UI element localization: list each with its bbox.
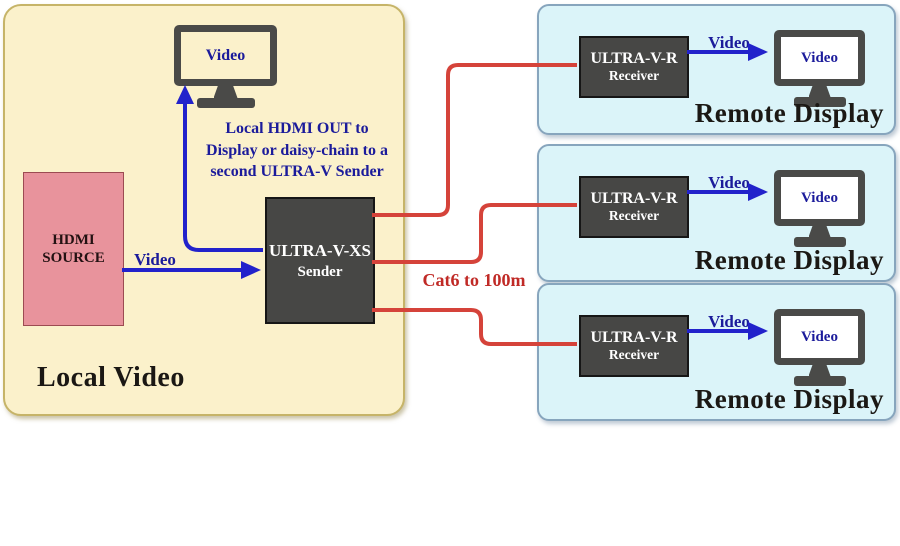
note-line: Local HDMI OUT to [225,120,369,137]
sender-label-line2: Sender [297,263,343,280]
ultra-v-r-receiver-box: ULTRA-V-R Receiver [579,315,689,377]
monitor-stand-neck [808,365,831,376]
hdmi-source-label-line1: HDMI [52,232,95,248]
remote-display-panel-title: Remote Display [694,98,884,128]
receiver-video-arrow-label: Video [708,312,750,331]
receiver-label-line2: Receiver [608,347,660,362]
monitor-stand-neck [808,226,831,237]
monitor-stand-base [793,237,846,247]
cat6-cable-label: Cat6 to 100m [422,270,526,290]
monitor-stand-base [793,376,846,386]
local-display-monitor-icon: Video [174,25,277,108]
receiver-video-arrow-label: Video [708,33,750,52]
hdmi-source-label-line2: SOURCE [42,250,105,266]
note-line: Display or daisy-chain to a [206,141,388,159]
monitor-screen: Video [774,309,865,365]
remote-display-panel-1: ULTRA-V-R Receiver Video Video Remote Di… [537,4,896,135]
daisy-chain-note: Local HDMI OUT to Display or daisy-chain… [184,118,410,183]
sender-label-line1: ULTRA-V-XS [268,240,372,260]
ultra-v-r-receiver-box: ULTRA-V-R Receiver [579,176,689,238]
source-video-arrow-label: Video [134,250,176,269]
remote-display-panel-2: ULTRA-V-R Receiver Video Video Remote Di… [537,144,896,282]
receiver-label-line2: Receiver [608,68,660,83]
remote-display-panel-title: Remote Display [694,245,884,275]
monitor-stand-base [793,97,846,107]
receiver-label-line1: ULTRA-V-R [590,329,678,346]
monitor-screen: Video [174,25,277,86]
local-video-panel: Video Local HDMI OUT to Display or daisy… [3,4,405,416]
monitor-screen-label: Video [801,328,838,345]
ultra-v-xs-sender-box: ULTRA-V-XS Sender [265,197,375,324]
remote-monitor-icon: Video [774,309,865,386]
monitor-screen-label: Video [801,189,838,206]
monitor-stand-neck [808,86,831,97]
monitor-stand-neck [213,86,238,98]
ultra-v-r-receiver-box: ULTRA-V-R Receiver [579,36,689,98]
receiver-label-line2: Receiver [608,208,660,223]
monitor-screen: Video [774,170,865,226]
remote-monitor-icon: Video [774,170,865,247]
receiver-label-line1: ULTRA-V-R [590,50,678,67]
remote-display-panel-3: ULTRA-V-R Receiver Video Video Remote Di… [537,283,896,421]
note-line: second ULTRA-V Sender [210,163,384,180]
remote-display-panel-title: Remote Display [694,384,884,414]
receiver-label-line1: ULTRA-V-R [590,190,678,207]
hdmi-source-box: HDMI SOURCE [23,172,124,326]
monitor-screen: Video [774,30,865,86]
receiver-video-arrow-label: Video [708,173,750,192]
monitor-screen-label: Video [801,49,838,66]
local-video-panel-title: Local Video [37,362,185,393]
remote-monitor-icon: Video [774,30,865,107]
monitor-stand-base [196,98,255,108]
monitor-screen-label: Video [205,46,246,64]
